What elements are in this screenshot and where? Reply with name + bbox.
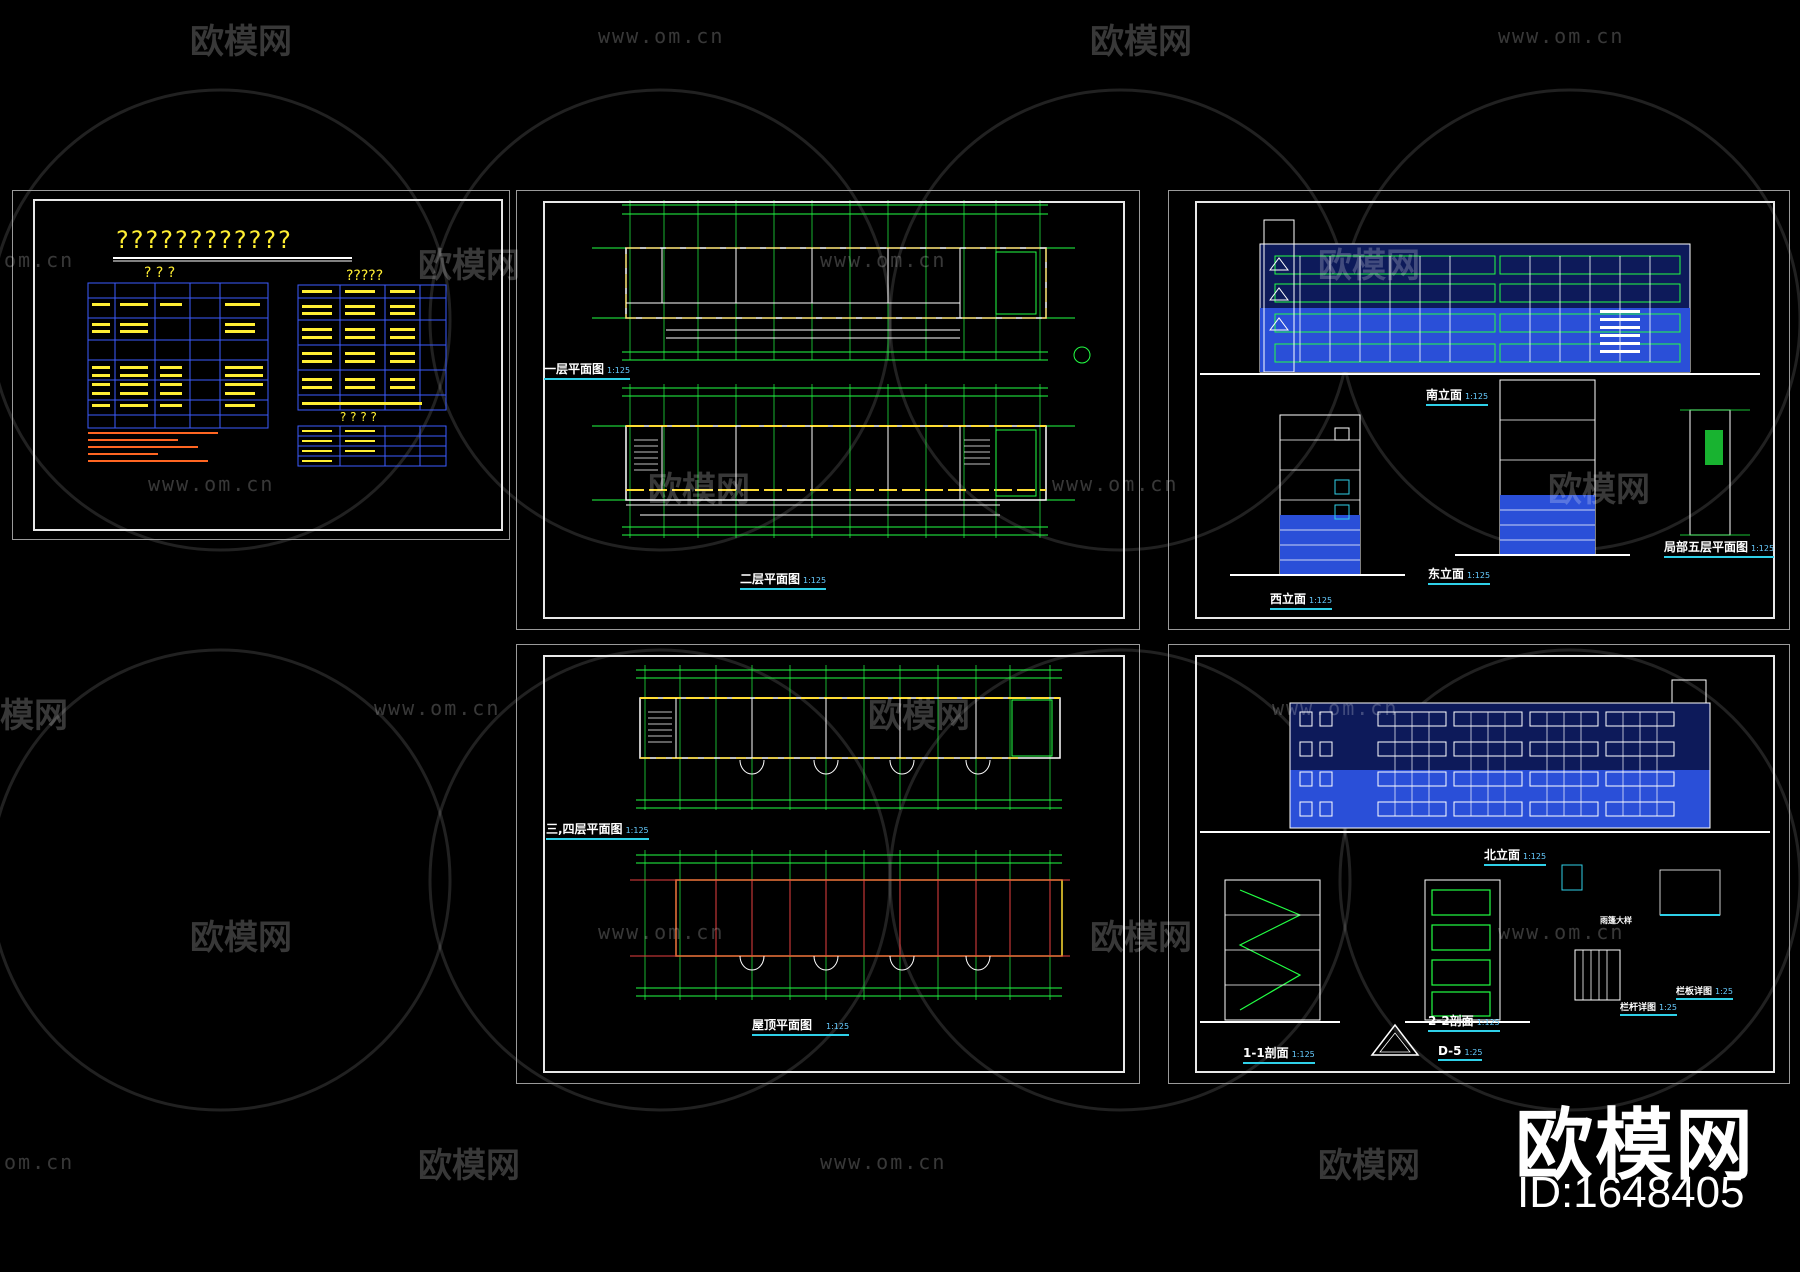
- label-floor-plan-1-text: 一层平面图: [544, 362, 605, 376]
- sheet-floor-plans-1-2: [516, 190, 1140, 630]
- label-detail-node: 雨篷大样: [1600, 916, 1632, 925]
- door-window-table-subtitle: ? ? ?: [144, 265, 176, 281]
- label-floor-plan-3-4-text: 三,四层平面图: [546, 822, 623, 836]
- watermark-url-9: www.om.cn: [598, 920, 725, 944]
- sheet-floor-plans-3-roof: [516, 644, 1140, 1084]
- watermark-brand-9: 欧模网: [190, 918, 292, 958]
- label-roof-plan-scale: 1:125: [826, 1022, 850, 1031]
- door-window-table-title: ????????????: [116, 226, 293, 254]
- label-east-elevation-text: 东立面: [1428, 567, 1465, 581]
- elevation-north-section-lines: [1200, 679, 1770, 1056]
- watermark-brand-6: 欧模网: [1548, 470, 1650, 510]
- watermark-brand-3: 欧模网: [418, 246, 520, 286]
- label-floor-plan-2-text: 二层平面图: [740, 572, 801, 586]
- label-east-elevation-scale: 1:125: [1467, 571, 1491, 580]
- label-west-elevation-text: 西立面: [1270, 592, 1307, 606]
- watermark-brand-10: 欧模网: [1090, 918, 1192, 958]
- label-roof-plan: 屋顶平面图 1:125: [752, 1016, 850, 1036]
- door-window-right-subheader: ? ? ? ?: [340, 410, 377, 424]
- label-section-1-1-scale: 1:125: [1291, 1050, 1315, 1059]
- label-roof-plan-text: 屋顶平面图: [752, 1018, 813, 1032]
- watermark-brand-11: 欧模网: [418, 1146, 520, 1186]
- label-section-2-2-text: 2-2剖面: [1428, 1014, 1474, 1028]
- label-south-elevation-text: 南立面: [1426, 388, 1463, 402]
- label-detail-railing-scale: 1:25: [1659, 1003, 1677, 1012]
- watermark-url-7: www.om.cn: [374, 696, 501, 720]
- watermark-url-1: www.om.cn: [598, 24, 725, 48]
- label-section-2-2-scale: 1:125: [1476, 1018, 1500, 1027]
- watermark-url-10: www.om.cn: [1498, 920, 1625, 944]
- elevation-south-east-west-lines: [1200, 219, 1760, 576]
- sheet-elevations-south-east-west: [1168, 190, 1790, 630]
- floor-plan-1-2-lines: [592, 200, 1091, 538]
- label-fifth-floor-plan-scale: 1:125: [1751, 544, 1775, 553]
- brand-id-label: ID:1648405: [1517, 1168, 1745, 1217]
- label-south-elevation-scale: 1:125: [1465, 392, 1489, 401]
- watermark-url-3: om.cn: [4, 248, 75, 272]
- watermark-brand-5: 欧模网: [648, 470, 750, 510]
- sheet-door-window-table: [12, 190, 510, 540]
- label-section-1-1-text: 1-1剖面: [1243, 1046, 1289, 1060]
- label-detail-rail-board-scale: 1:25: [1715, 987, 1733, 996]
- door-window-right-header: ?????: [346, 268, 384, 284]
- label-north-elevation-text: 北立面: [1484, 848, 1521, 862]
- floor-plan-3-roof-lines: [630, 665, 1070, 1000]
- label-floor-plan-3-4-scale: 1:125: [625, 826, 649, 835]
- watermark-brand-7: 模网: [0, 696, 68, 736]
- label-floor-plan-2-scale: 1:125: [803, 576, 827, 585]
- watermark-url-5: www.om.cn: [148, 472, 275, 496]
- watermark-brand-1: 欧模网: [190, 22, 292, 62]
- label-detail-d5-text: D-5: [1438, 1044, 1462, 1058]
- watermark-brand-4: 欧模网: [1318, 246, 1420, 286]
- watermark-url-6: www.om.cn: [1052, 472, 1179, 496]
- watermark-brand-2: 欧模网: [1090, 22, 1192, 62]
- watermark-url-8: www.om.cn: [1272, 696, 1399, 720]
- watermark-brand-12: 欧模网: [1318, 1146, 1420, 1186]
- brand-logo-text: 欧模网: [1515, 1101, 1756, 1191]
- watermark-brand-8: 欧模网: [868, 696, 970, 736]
- sheet-elevations-north-sections: [1168, 644, 1790, 1084]
- watermark-url-4: www.om.cn: [820, 248, 947, 272]
- label-detail-d5-scale: 1:25: [1464, 1048, 1483, 1057]
- label-detail-railing-text: 栏杆详图: [1620, 1003, 1657, 1013]
- door-window-table-lines: [87, 257, 447, 467]
- label-floor-plan-1-scale: 1:125: [607, 366, 631, 375]
- label-detail-rail-board-text: 栏板详图: [1676, 987, 1713, 997]
- label-north-elevation-scale: 1:125: [1523, 852, 1547, 861]
- watermark-url-11: om.cn: [4, 1150, 75, 1174]
- label-west-elevation-scale: 1:125: [1309, 596, 1333, 605]
- watermark-url-12: www.om.cn: [820, 1150, 947, 1174]
- label-fifth-floor-plan-text: 局部五层平面图: [1664, 540, 1749, 554]
- watermark-url-2: www.om.cn: [1498, 24, 1625, 48]
